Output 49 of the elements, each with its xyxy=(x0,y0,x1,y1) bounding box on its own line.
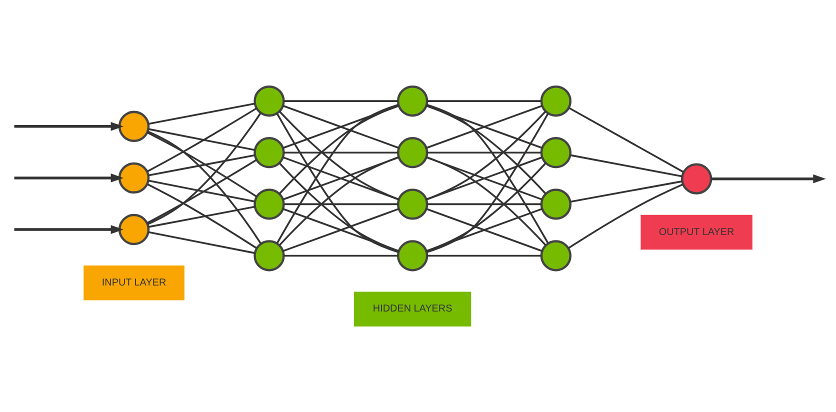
arrow xyxy=(711,174,826,184)
connector xyxy=(427,152,542,154)
connector xyxy=(147,112,262,226)
node-circle xyxy=(254,188,285,220)
node-circle xyxy=(540,240,572,272)
node-circle xyxy=(118,214,150,246)
connector xyxy=(427,100,542,102)
connector xyxy=(427,203,542,206)
connector xyxy=(148,102,255,125)
connector xyxy=(148,128,255,151)
node-circle xyxy=(396,240,428,272)
connector xyxy=(284,254,398,257)
connector xyxy=(284,100,398,102)
node-circle xyxy=(118,110,150,142)
connector xyxy=(148,154,255,176)
arrow xyxy=(14,122,124,131)
node-circle xyxy=(540,137,572,168)
connector xyxy=(146,183,258,249)
node-circle xyxy=(680,163,712,194)
connector xyxy=(282,208,399,252)
connector xyxy=(146,132,258,198)
connector xyxy=(427,254,542,257)
node-circle xyxy=(254,137,285,168)
connector xyxy=(146,159,258,224)
node-circle xyxy=(540,188,572,220)
connector xyxy=(568,184,684,249)
node-box: HIDDEN LAYERS xyxy=(354,292,472,326)
connector xyxy=(568,107,684,173)
connector xyxy=(147,130,262,244)
connector xyxy=(148,231,255,254)
node-circle xyxy=(254,86,285,117)
connector xyxy=(284,152,398,154)
node-circle xyxy=(396,86,428,117)
connector xyxy=(570,154,682,178)
node-circle xyxy=(396,137,428,168)
node-box: OUTPUT LAYER xyxy=(640,214,752,250)
connector xyxy=(284,203,398,206)
node-circle xyxy=(118,162,150,194)
connector xyxy=(148,206,255,228)
connector xyxy=(570,180,682,203)
arrow xyxy=(14,225,124,234)
node-box: INPUT LAYER xyxy=(84,265,184,300)
node-circle xyxy=(540,86,572,117)
connector xyxy=(146,108,258,172)
connector xyxy=(148,180,255,202)
node-circle xyxy=(396,188,428,220)
node-circle xyxy=(254,240,285,272)
connector xyxy=(426,208,542,252)
arrow xyxy=(14,174,124,182)
